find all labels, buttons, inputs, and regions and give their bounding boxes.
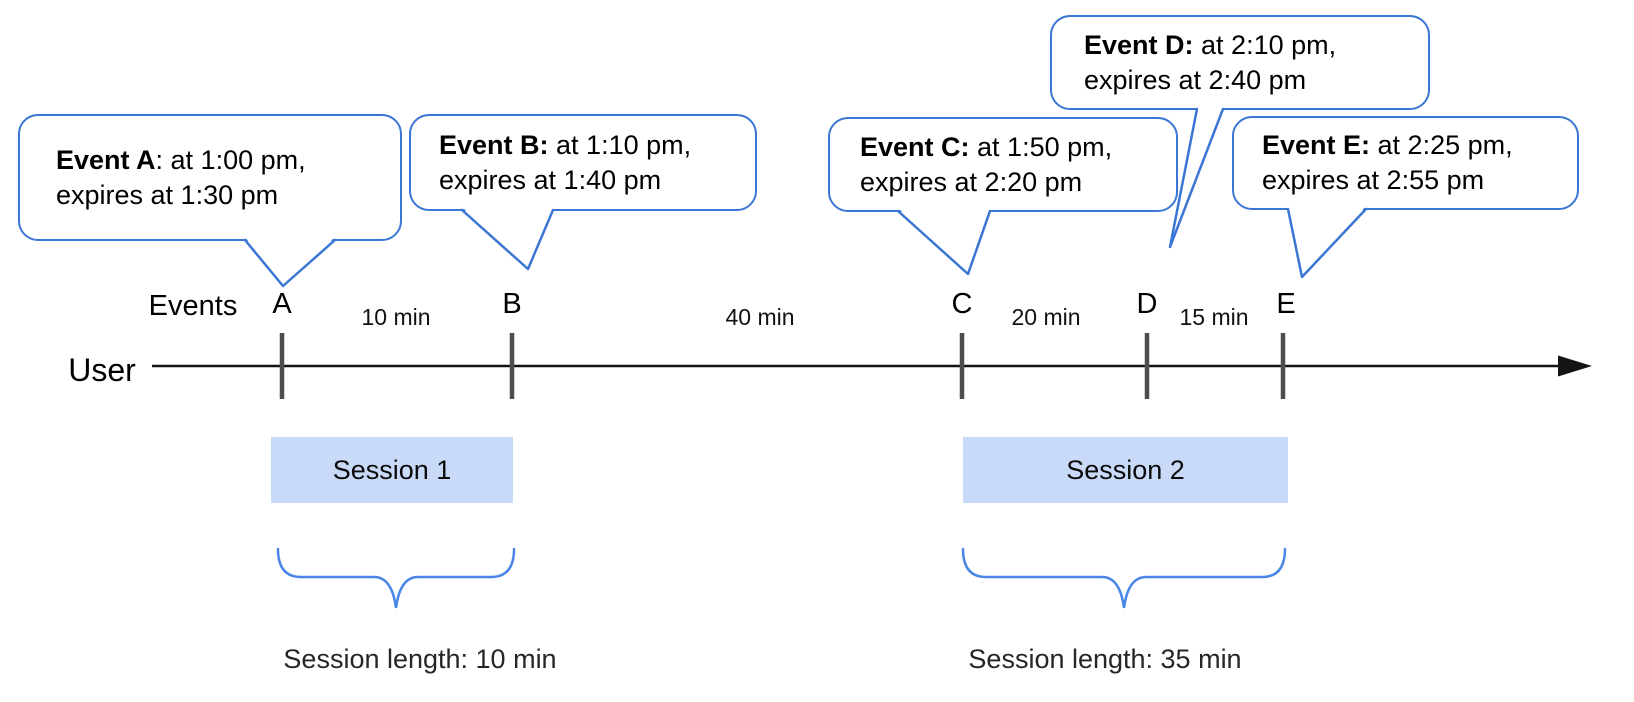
event-b-bubble-tail	[460, 207, 555, 271]
event-c-text-line1: Event C: at 1:50 pm,	[860, 131, 1113, 162]
tick-label-c: C	[951, 288, 973, 320]
event-d-bubble: Event D: at 2:10 pm, expires at 2:40 pm	[1050, 15, 1430, 110]
event-a-bubble-tail	[243, 237, 337, 288]
event-e-bubble: Event E: at 2:25 pm, expires at 2:55 pm	[1232, 116, 1579, 210]
interval-label-d-e: 15 min	[1179, 304, 1249, 330]
session-1-length-caption: Session length: 10 min	[283, 644, 557, 674]
timeline-arrowhead-icon	[1558, 355, 1592, 377]
event-e-bubble-tail	[1286, 206, 1368, 279]
tick-label-b: B	[502, 288, 522, 320]
tick-label-e: E	[1276, 288, 1296, 320]
event-e-text-line1: Event E: at 2:25 pm,	[1262, 130, 1513, 160]
event-b-text-line2: expires at 1:40 pm	[439, 164, 662, 195]
interval-label-c-d: 20 min	[1011, 304, 1081, 330]
event-c-bubble: Event C: at 1:50 pm, expires at 2:20 pm	[828, 117, 1178, 212]
event-a-text-line2: expires at 1:30 pm	[56, 179, 279, 210]
event-d-text-line1: Event D: at 2:10 pm,	[1084, 29, 1337, 60]
session-1-label: Session 1	[332, 454, 452, 485]
tick-label-a: A	[272, 288, 292, 320]
tick-label-d: D	[1136, 288, 1158, 320]
session-2-box: Session 2	[963, 437, 1288, 503]
event-c-bubble-tail	[896, 208, 992, 276]
event-b-bubble: Event B: at 1:10 pm, expires at 1:40 pm	[409, 114, 757, 211]
event-d-text-line2: expires at 2:40 pm	[1084, 64, 1307, 95]
user-axis-label: User	[68, 352, 136, 388]
session-2-length-caption: Session length: 35 min	[968, 644, 1242, 674]
session-2-brace	[961, 547, 1287, 609]
event-a-text-line1: Event A: at 1:00 pm,	[56, 144, 306, 175]
session-2-label: Session 2	[1066, 454, 1185, 485]
interval-label-a-b: 10 min	[361, 304, 431, 330]
interval-label-b-c: 40 min	[725, 304, 795, 330]
event-a-bubble: Event A: at 1:00 pm, expires at 1:30 pm	[18, 114, 402, 241]
session-1-brace	[276, 547, 516, 609]
event-c-text-line2: expires at 2:20 pm	[860, 166, 1083, 197]
event-e-text-line2: expires at 2:55 pm	[1262, 165, 1485, 195]
events-axis-label: Events	[148, 290, 238, 322]
session-1-box: Session 1	[271, 437, 513, 503]
event-b-text-line1: Event B: at 1:10 pm,	[439, 129, 692, 160]
